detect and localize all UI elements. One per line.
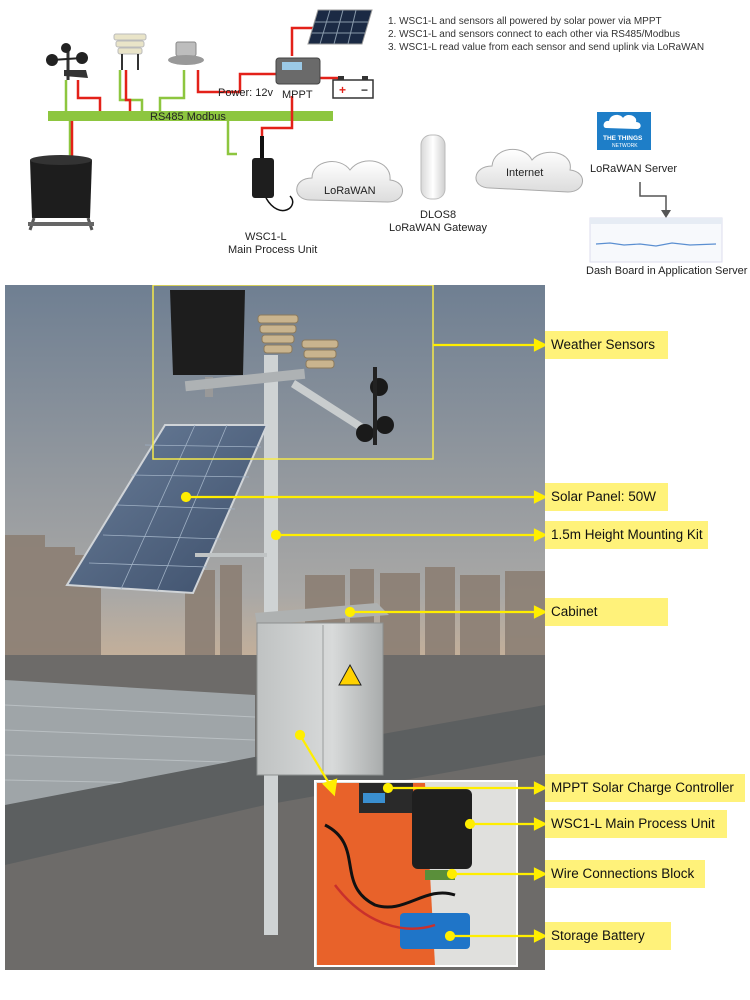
- system-diagram: RS485 Modbus Power: 12v: [28, 9, 748, 277]
- main-unit-label-2: Main Process Unit: [228, 244, 317, 256]
- anemometer-icon: [46, 43, 88, 80]
- internet-cloud-icon: [475, 148, 583, 193]
- callout-weather-sensors: Weather Sensors: [545, 331, 668, 359]
- battery-icon: + −: [332, 76, 374, 99]
- ttn-logo-text-1: THE THINGS: [603, 135, 643, 142]
- callout-battery: Storage Battery: [545, 922, 671, 950]
- gateway-label-2: LoRaWAN Gateway: [389, 222, 488, 234]
- dashboard-label: Dash Board in Application Server: [586, 265, 748, 277]
- lorawan-cloud-label: LoRaWAN: [324, 185, 376, 197]
- note-1: 1. WSC1-L and sensors all powered by sol…: [388, 16, 662, 27]
- callout-wire-block: Wire Connections Block: [545, 860, 705, 888]
- gateway-label-1: DLOS8: [420, 209, 456, 221]
- rs485-bus: [48, 111, 333, 121]
- dashboard-thumbnail: [589, 217, 723, 263]
- pressure-sensor-icon: [168, 41, 204, 65]
- solar-panel-icon: [307, 9, 373, 45]
- sensor-highlight-box: [152, 285, 434, 460]
- ttn-logo-text-2: NETWORK: [612, 143, 638, 149]
- arrow-to-inset: [299, 734, 331, 786]
- callout-main-unit: WSC1-L Main Process Unit: [545, 810, 727, 838]
- server-label: LoRaWAN Server: [590, 163, 677, 175]
- internet-cloud-label: Internet: [506, 167, 543, 179]
- lorawan-cloud-icon: [296, 160, 403, 203]
- callout-mppt: MPPT Solar Charge Controller: [545, 774, 745, 802]
- installation-photo: [5, 285, 545, 970]
- ttn-logo-icon: THE THINGS NETWORK: [597, 112, 651, 150]
- bus-label: RS485 Modbus: [150, 111, 226, 123]
- callout-solar-panel: Solar Panel: 50W: [545, 483, 668, 511]
- note-3: 3. WSC1-L read value from each sensor an…: [388, 42, 704, 53]
- warning-sign-icon: [338, 663, 362, 686]
- mppt-icon: MPPT: [275, 57, 321, 101]
- green-wires: [64, 70, 237, 158]
- arrow-head-icon: [661, 210, 671, 218]
- rain-gauge-icon: [28, 155, 94, 231]
- wsc1l-unit-icon: [252, 136, 294, 212]
- battery-plus: +: [339, 83, 346, 97]
- dlos8-gateway-icon: [420, 134, 446, 200]
- thermo-hygrometer-icon: [113, 33, 147, 70]
- server-to-dashboard-arrow: [639, 182, 667, 212]
- mppt-label: MPPT: [282, 89, 313, 101]
- battery-minus: −: [361, 83, 368, 97]
- callout-mounting-kit: 1.5m Height Mounting Kit: [545, 521, 708, 549]
- power-label: Power: 12v: [218, 87, 274, 99]
- cabinet: [255, 603, 389, 776]
- solar-panel: [65, 424, 269, 595]
- sensor-cluster: [170, 290, 394, 445]
- main-unit-label-1: WSC1-L: [245, 231, 287, 243]
- callout-cabinet: Cabinet: [545, 598, 668, 626]
- note-2: 2. WSC1-L and sensors connect to each ot…: [388, 29, 680, 40]
